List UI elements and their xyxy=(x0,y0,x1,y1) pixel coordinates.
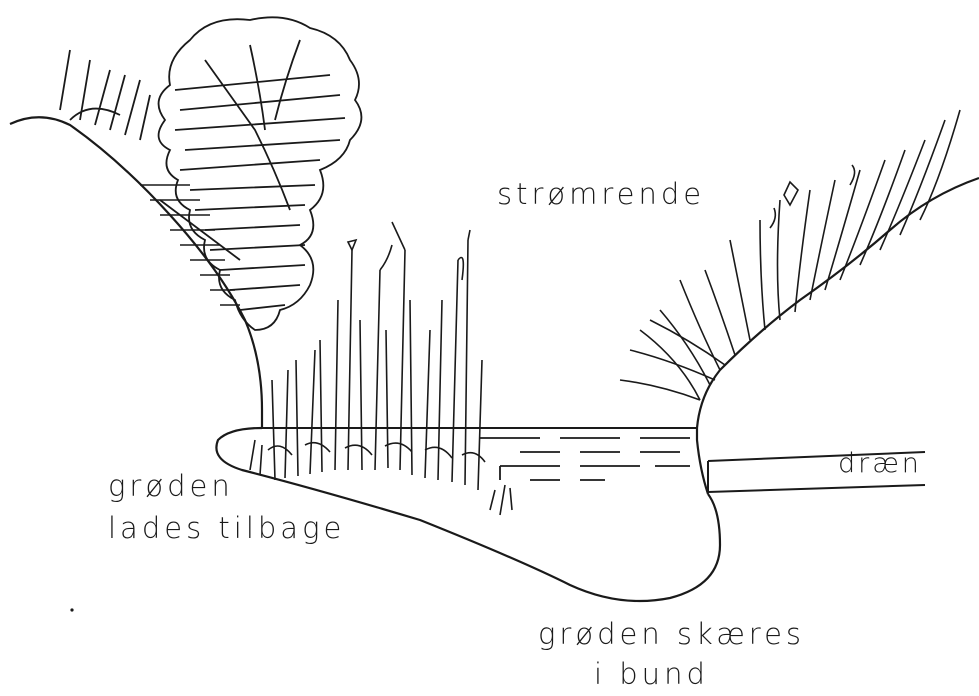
right-bank-line xyxy=(697,178,979,428)
bush-left-bank xyxy=(60,17,361,330)
right-bank-lower-line xyxy=(697,428,708,494)
label-drain: dræn xyxy=(838,450,922,477)
label-stream-channel: strømrende xyxy=(497,180,705,209)
grass-right-bank xyxy=(620,110,960,400)
label-vegetation-left-line1: grøden xyxy=(108,472,234,501)
paper-speck xyxy=(70,608,73,611)
left-bank-line xyxy=(10,117,262,428)
water-dashes xyxy=(480,438,690,480)
label-vegetation-bottom-line2: i bund xyxy=(594,660,709,689)
label-vegetation-left-line2: lades tilbage xyxy=(108,514,345,543)
label-vegetation-bottom-line1: grøden skæres xyxy=(538,620,805,649)
